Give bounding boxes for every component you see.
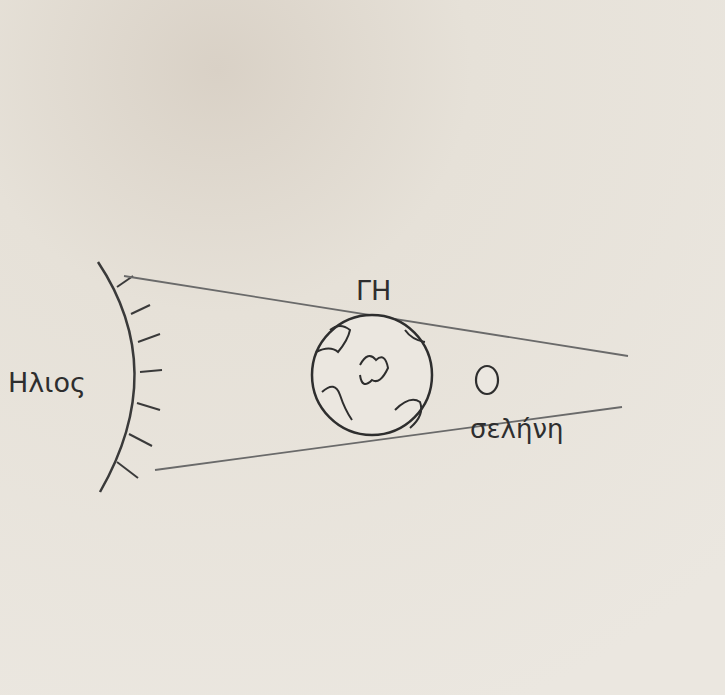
moon-label: σελήνη xyxy=(470,415,563,444)
earth-label: ΓΗ xyxy=(356,276,391,306)
earth-continents xyxy=(316,326,425,428)
sun-arc xyxy=(98,262,135,492)
earth-circle xyxy=(312,315,432,435)
sun-label: Ηλιος xyxy=(8,368,86,398)
moon-circle xyxy=(476,366,498,394)
sun-rays xyxy=(117,276,162,478)
